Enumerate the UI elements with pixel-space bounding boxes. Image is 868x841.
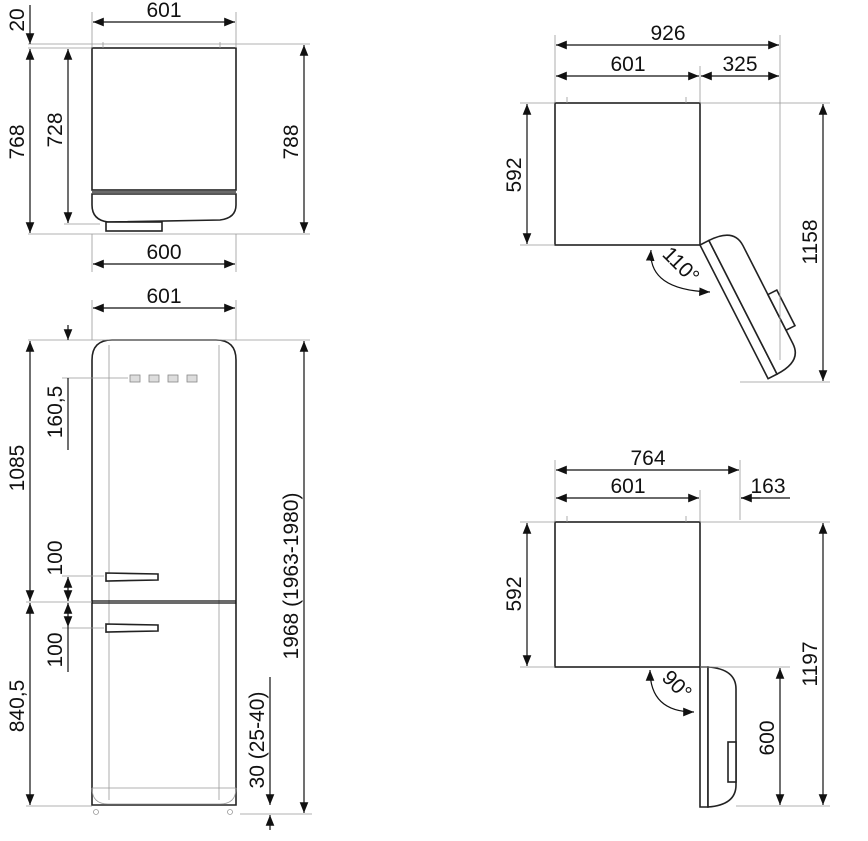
door-depth-90-label: 600 <box>756 720 779 755</box>
lower-height-label: 840,5 <box>6 680 29 733</box>
top-depth-total-label: 768 <box>6 124 29 159</box>
feet-height-label: 30 (25-40) <box>246 692 269 789</box>
front-width-label: 601 <box>146 285 181 308</box>
lower-handle <box>105 623 159 633</box>
total-width-110-label: 926 <box>650 22 685 45</box>
total-depth-110-label: 1158 <box>799 219 822 264</box>
top-view-door <box>91 193 237 223</box>
total-width-90-label: 764 <box>630 447 665 470</box>
top-width-label: 601 <box>146 0 181 22</box>
bottom-width-label: 600 <box>146 241 181 264</box>
top-depth-handle-label: 788 <box>280 124 303 159</box>
open-door-110 <box>698 234 797 380</box>
door-opening-110-view: 110° 926 601 325 592 1158 <box>503 22 830 383</box>
logo-offset-label: 160,5 <box>44 386 67 439</box>
total-depth-90-label: 1197 <box>799 641 822 686</box>
plan-body-90 <box>554 521 701 668</box>
smeg-logo <box>129 374 198 383</box>
front-view: 601 1085 160,5 100 100 840,5 30 (25-40) … <box>6 285 312 830</box>
angle-90-label: 90° <box>657 666 696 705</box>
door-opening-90-view: 90° 764 601 163 592 600 1197 <box>503 447 830 808</box>
lower-handle-offset-label: 100 <box>44 632 67 667</box>
upper-handle-offset-label: 100 <box>44 540 67 575</box>
top-view-handle <box>105 221 163 232</box>
body-width-110-label: 601 <box>610 53 645 76</box>
depth-110-label: 592 <box>503 157 526 192</box>
door-extra-110-label: 325 <box>722 53 757 76</box>
angle-110-label: 110° <box>658 242 704 288</box>
upper-height-label: 1085 <box>6 445 29 492</box>
upper-handle <box>105 572 159 582</box>
total-height-label: 1968 (1963-1980) <box>280 493 303 660</box>
depth-90-label: 592 <box>503 576 526 611</box>
body-width-90-label: 601 <box>610 475 645 498</box>
plan-body-110 <box>554 102 701 246</box>
top-view: 601 20 768 728 788 600 <box>6 0 310 272</box>
open-door-90 <box>699 666 737 808</box>
top-depth-body-label: 728 <box>44 112 67 147</box>
top-view-body <box>91 47 237 191</box>
door-extra-90-label: 163 <box>750 475 785 498</box>
top-gap-label: 20 <box>6 8 29 31</box>
